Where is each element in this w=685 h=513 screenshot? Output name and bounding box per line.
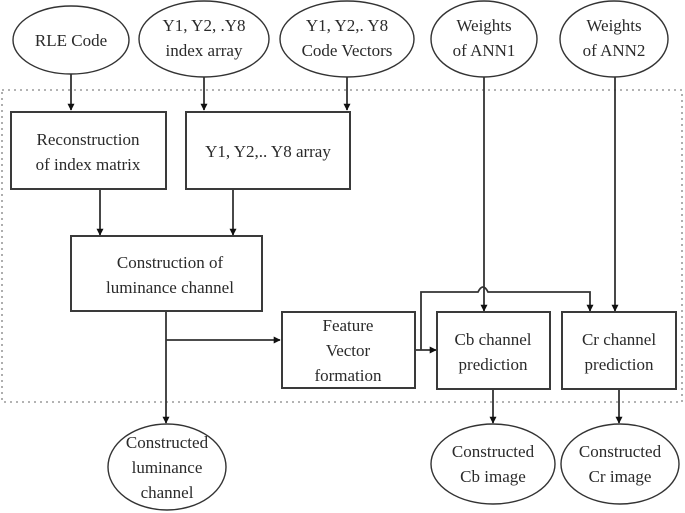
node-constructed-luminance: Constructed luminance channel — [107, 423, 227, 511]
node-label-line-1: Reconstruction — [37, 130, 140, 149]
node-label-line-2: Code Vectors — [302, 41, 393, 60]
node-label-line-3: channel — [141, 483, 194, 502]
node-label-line-2: of ANN1 — [453, 41, 516, 60]
edges — [67, 74, 623, 424]
node-label-line-3: formation — [314, 366, 382, 385]
node-label-line-1: Feature — [323, 316, 374, 335]
node-label-line-1: Construction of — [117, 253, 224, 272]
node-rle-code: RLE Code — [12, 5, 130, 75]
node-constructed-cr: Constructed Cr image — [560, 423, 680, 505]
node-label-line-2: Cb image — [460, 467, 526, 486]
node-label-line-2: luminance — [132, 458, 203, 477]
node-cb-prediction: Cb channel prediction — [436, 311, 551, 390]
node-weights-ann1: Weights of ANN1 — [430, 0, 538, 78]
node-label-line-1: Constructed — [579, 442, 662, 461]
node-label-line-2: prediction — [585, 355, 654, 374]
node-y-array: Y1, Y2,.. Y8 array — [185, 111, 351, 190]
node-label-line-2: prediction — [459, 355, 528, 374]
node-reconstruction-index-matrix: Reconstruction of index matrix — [10, 111, 167, 190]
node-feature-vector: Feature Vector formation — [281, 311, 416, 389]
node-label-line-1: Constructed — [452, 442, 535, 461]
node-weights-ann2: Weights of ANN2 — [559, 0, 669, 78]
node-label: Y1, Y2,.. Y8 array — [205, 142, 331, 161]
node-constructed-cb: Constructed Cb image — [430, 423, 556, 505]
node-label-line-1: Weights — [586, 16, 641, 35]
node-cr-prediction: Cr channel prediction — [561, 311, 677, 390]
node-label: RLE Code — [35, 31, 107, 50]
system-boundary — [1, 89, 683, 403]
node-label-line-1: Cr channel — [582, 330, 656, 349]
node-label-line-1: Y1, Y2, .Y8 — [163, 16, 246, 35]
node-construction-luminance: Construction of luminance channel — [70, 235, 263, 312]
node-label-line-2: luminance channel — [106, 278, 234, 297]
node-label-line-1: Weights — [456, 16, 511, 35]
node-index-array: Y1, Y2, .Y8 index array — [138, 0, 270, 78]
node-label-line-1: Constructed — [126, 433, 209, 452]
node-label-line-1: Cb channel — [455, 330, 532, 349]
node-label-line-2: of index matrix — [36, 155, 141, 174]
node-code-vectors: Y1, Y2,. Y8 Code Vectors — [279, 0, 415, 78]
node-label-line-2: of ANN2 — [583, 41, 646, 60]
node-label-line-2: Vector — [326, 341, 371, 360]
node-label-line-2: Cr image — [589, 467, 652, 486]
edge-feature-to-cr — [420, 286, 594, 350]
node-label-line-2: index array — [166, 41, 243, 60]
node-label-line-1: Y1, Y2,. Y8 — [306, 16, 388, 35]
